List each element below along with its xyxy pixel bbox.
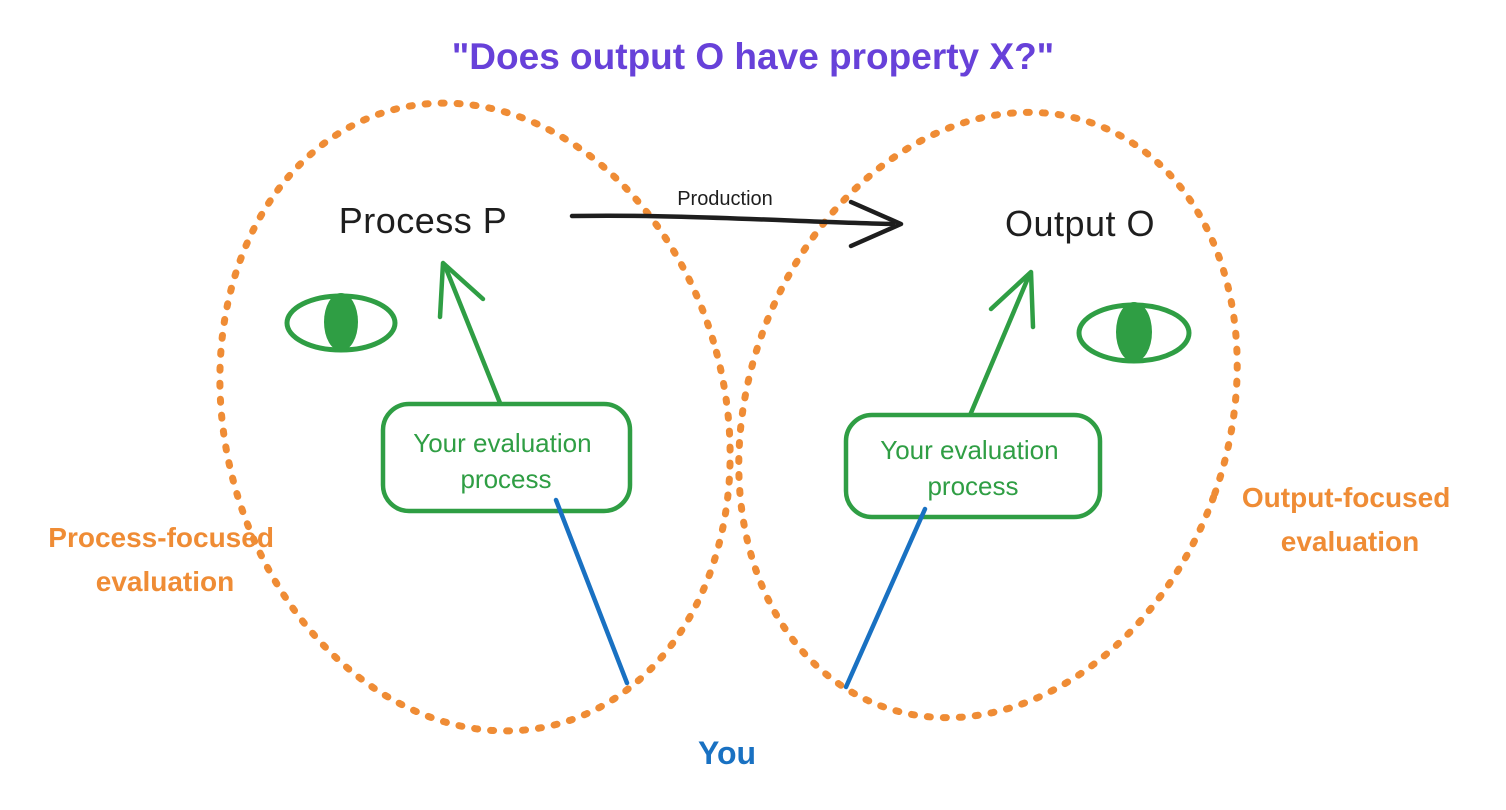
arrowhead-icon [437,260,486,320]
process-focused-label: Process-focused evaluation [48,522,281,597]
arrow-shaft [442,263,505,411]
you-to-left-box-line [553,497,630,686]
process-node-label: Process P [339,200,508,241]
process-eye-icon [284,293,398,353]
you-to-right-box-line [843,506,928,690]
right-evaluation-box-label: Your evaluation process [880,435,1066,501]
left-evaluation-box-label: Your evaluation process [413,428,599,494]
right-evaluation-arrow [965,269,1036,423]
you-label: You [698,735,756,771]
eye-pupil [324,293,358,351]
output-focused-ellipse [735,108,1241,722]
left-evaluation-arrow [437,260,505,411]
production-arrowhead-icon [848,199,904,249]
production-arrow-label: Production [677,188,773,210]
output-eye-icon [1076,302,1192,364]
output-focused-label: Output-focused evaluation [1242,482,1458,557]
arrowhead-icon [988,269,1036,330]
left-evaluation-box [380,401,633,514]
right-evaluation-box [843,412,1103,520]
arrow-shaft [965,275,1031,423]
eye-pupil [1116,302,1152,362]
diagram-title: "Does output O have property X?" [452,36,1054,77]
production-arrow-shaft [569,213,896,227]
output-node-label: Output O [1005,203,1155,244]
process-focused-ellipse [216,99,734,735]
production-arrow [569,199,904,249]
